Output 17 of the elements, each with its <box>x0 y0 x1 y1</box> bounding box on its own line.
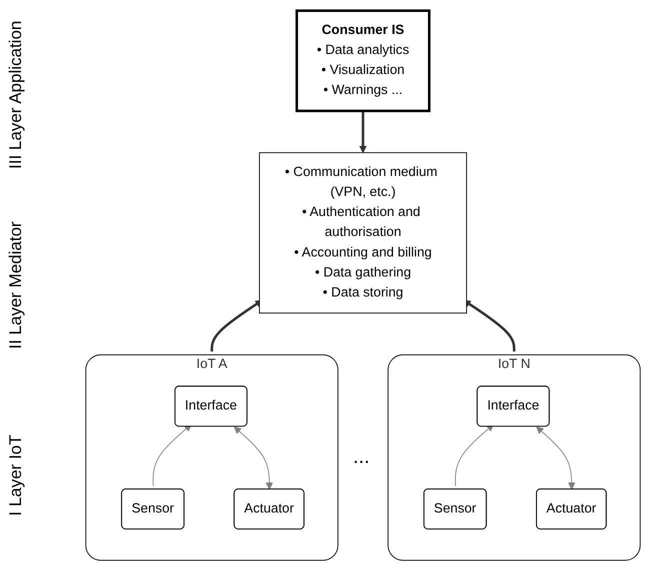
process-box: Sensor <box>423 488 487 530</box>
layer-label: II Layer Mediator <box>6 220 26 351</box>
process-box: Sensor <box>121 488 184 530</box>
process-box: Interface <box>476 386 550 427</box>
process-box: Consumer IS • Data analytics • Visualization • Warnings ... <box>296 9 430 112</box>
arrow <box>359 110 367 154</box>
arrow <box>152 424 192 486</box>
process-box: • Communication medium (VPN, etc.) • Authentication and authorisation • Accounting and billing • Data gathering • Data storing <box>259 152 467 314</box>
process-box: Actuator <box>536 488 607 530</box>
arrow <box>536 426 576 490</box>
ellipsis-label: ... <box>353 446 370 469</box>
arrow <box>234 426 274 490</box>
process-box: Actuator <box>234 488 304 530</box>
arrow <box>454 424 494 486</box>
layer-label: III Layer Application <box>6 20 26 170</box>
process-box: Interface <box>174 386 248 427</box>
layer-label: I Layer IoT <box>6 433 26 518</box>
